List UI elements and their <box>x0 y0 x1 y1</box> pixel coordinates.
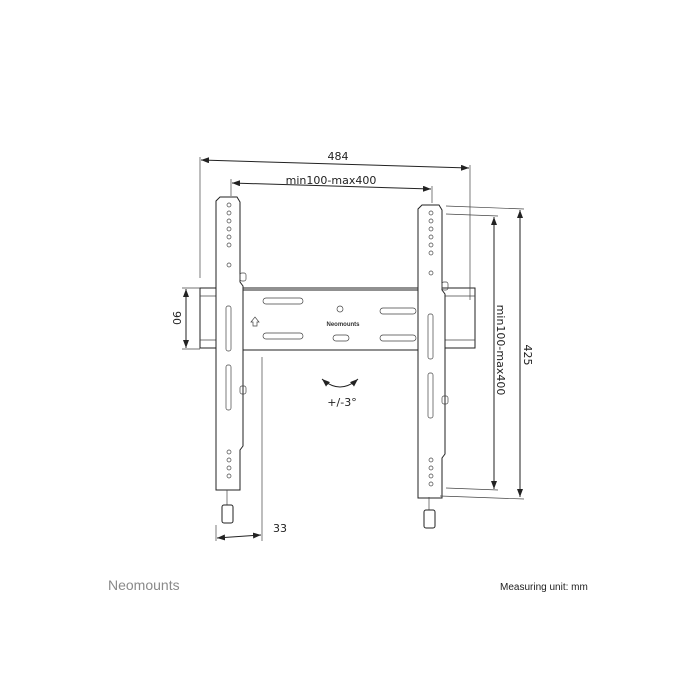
svg-text:484: 484 <box>328 150 349 163</box>
right-bracket-arm <box>417 204 449 529</box>
left-safety-lock <box>221 504 234 524</box>
rail-logo: Neomounts <box>327 322 361 328</box>
svg-text:min100-max400: min100-max400 <box>494 305 507 396</box>
tilt-arrow-icon <box>321 378 359 388</box>
right-safety-lock <box>423 509 436 529</box>
dimension-vesa-vertical: min100-max400 <box>445 213 507 491</box>
svg-text:+/-3°: +/-3° <box>327 396 356 409</box>
dimension-rail-height: 90 <box>170 287 200 350</box>
brand-name: Neomounts <box>108 577 180 593</box>
svg-text:90: 90 <box>170 311 183 325</box>
svg-text:min100-max400: min100-max400 <box>286 174 377 187</box>
dimension-depth: 33 <box>215 357 287 541</box>
tilt-indicator: +/-3° <box>321 378 359 409</box>
dimension-vesa-horizontal: min100-max400 <box>230 174 433 203</box>
svg-text:33: 33 <box>273 522 287 535</box>
dimension-overall-width: 484 <box>199 150 471 300</box>
measuring-unit: Measuring unit: mm <box>500 582 588 593</box>
dimension-overall-height: 425 <box>439 205 534 500</box>
left-bracket-arm <box>215 196 247 524</box>
svg-text:425: 425 <box>521 345 534 366</box>
